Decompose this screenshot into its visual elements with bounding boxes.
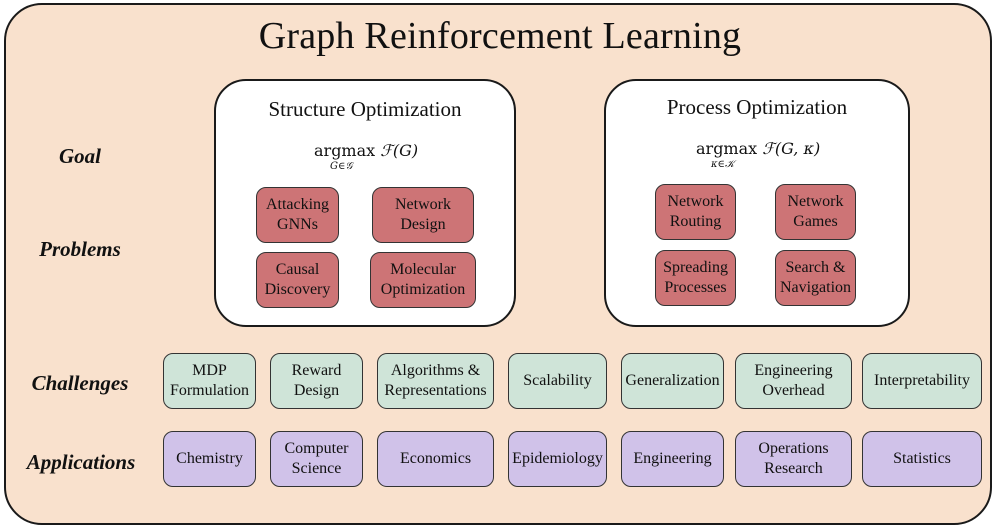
challenge-box: Reward Design: [270, 353, 363, 409]
problem-box: Network Design: [372, 187, 474, 243]
application-box: Epidemiology: [508, 431, 607, 487]
row-label-applications: Applications: [26, 450, 136, 474]
application-box: Computer Science: [270, 431, 363, 487]
row-label-problems: Problems: [39, 237, 121, 261]
challenge-box: Generalization: [621, 353, 724, 409]
process-formula-subscript: κ∈𝒦: [711, 159, 735, 170]
challenge-box: Algorithms & Representations: [377, 353, 494, 409]
problem-box: Molecular Optimization: [370, 252, 476, 308]
problem-box: Attacking GNNs: [256, 187, 339, 243]
process-objective-formula: argmax ℱ(G, κ) κ∈𝒦: [696, 139, 821, 170]
process-formula-argmax: argmax: [696, 139, 758, 158]
row-label-goal: Goal: [59, 144, 101, 168]
process-optimization-panel: Process Optimization argmax ℱ(G, κ) κ∈𝒦: [604, 79, 910, 327]
challenge-box: Scalability: [508, 353, 607, 409]
diagram-title: Graph Reinforcement Learning: [258, 15, 742, 57]
challenge-box: Interpretability: [862, 353, 982, 409]
process-formula-expression: ℱ(G, κ): [762, 139, 821, 158]
application-box: Economics: [377, 431, 494, 487]
problem-box: Search & Navigation: [775, 250, 856, 306]
application-box: Operations Research: [735, 431, 852, 487]
problem-box: Network Games: [775, 184, 856, 240]
problem-box: Network Routing: [655, 184, 736, 240]
challenge-box: MDP Formulation: [163, 353, 256, 409]
problem-box: Causal Discovery: [256, 252, 339, 308]
challenge-box: Engineering Overhead: [735, 353, 852, 409]
structure-formula-argmax: argmax: [314, 141, 376, 160]
row-label-challenges: Challenges: [31, 371, 129, 395]
application-box: Engineering: [621, 431, 724, 487]
process-optimization-title: Process Optimization: [666, 95, 848, 119]
application-box: Chemistry: [163, 431, 256, 487]
structure-formula-expression: ℱ(G): [380, 141, 419, 160]
problem-box: Spreading Processes: [655, 250, 736, 306]
structure-formula-subscript: G∈𝒢: [330, 161, 353, 172]
structure-optimization-title: Structure Optimization: [268, 97, 462, 121]
structure-objective-formula: argmax ℱ(G) G∈𝒢: [314, 141, 419, 172]
application-box: Statistics: [862, 431, 982, 487]
